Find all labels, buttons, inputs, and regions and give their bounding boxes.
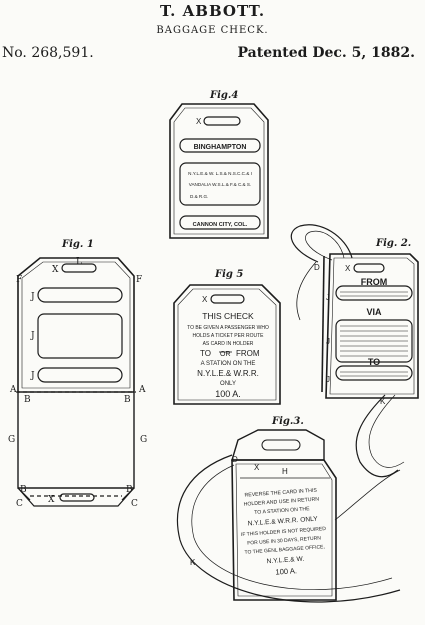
- fig3-line-7: TO THE GENL BAGGAGE OFFICE,: [244, 544, 325, 556]
- fig1-label-f-left: F: [16, 275, 22, 285]
- fig5-line-2: TO BE GIVEN A PASSENGER WHO: [187, 325, 269, 331]
- fig2-label-j1: J: [326, 293, 330, 302]
- fig3-label-d: D: [232, 455, 238, 464]
- fig3-line-4: N.Y.L.E.& W.R.R. ONLY: [247, 516, 318, 528]
- fig2-from-label: FROM: [361, 277, 388, 287]
- fig1-label-x: X: [52, 265, 59, 275]
- fig1-label-b-top-right: B: [124, 395, 131, 405]
- fig3-line-1: REVERSE THE CARD IN THIS: [244, 488, 317, 499]
- fig5-line-7: N.Y.L.E.& W.R.R.: [197, 369, 259, 378]
- fig5-line-4: AS CARD IN HOLDER: [203, 341, 254, 347]
- fig1-label: Fig. 1: [61, 239, 94, 250]
- fig2-hatching: [340, 291, 408, 377]
- fig4-route-line-2: VANDALIA W.S.L.& F.& C.& S.: [189, 182, 251, 187]
- fig3-label: Fig.3.: [271, 416, 304, 427]
- fig5-line-3: HOLDS A TICKET PER ROUTE: [193, 333, 265, 339]
- inventor-name: T. ABBOTT.: [159, 2, 266, 20]
- fig1-label-a-left: A: [9, 385, 17, 395]
- fig1-label-a-right: A: [138, 385, 146, 395]
- fig2-label-j2: J: [326, 337, 330, 346]
- fig1-label-f-right: F: [136, 275, 142, 285]
- fig3-strap: [176, 454, 401, 603]
- fig2-label-j3: J: [326, 375, 330, 384]
- fig3-label-k: K: [190, 558, 196, 567]
- fig1-label-b-top-left: B: [24, 395, 31, 405]
- fig4-label: Fig.4: [209, 90, 238, 101]
- fig5-line-9: 100 A.: [215, 389, 241, 399]
- fig1-label-b-bottom-right: B: [126, 485, 133, 495]
- patent-title: BAGGAGE CHECK.: [156, 25, 269, 36]
- fig4-city-binghampton: BINGHAMPTON: [194, 144, 247, 151]
- fig3-line-9: 100 A.: [275, 566, 297, 576]
- fig4-tag: [169, 103, 269, 239]
- fig2-via-label: VIA: [366, 307, 382, 317]
- fig2-label: Fig. 2.: [375, 238, 411, 249]
- fig5-line-8: ONLY: [220, 381, 236, 387]
- fig1-label-x-bottom: X: [48, 495, 55, 505]
- fig3-line-3: TO A STATION ON THE: [254, 506, 310, 516]
- fig2-tag: [321, 253, 419, 399]
- fig5-label: Fig 5: [214, 269, 243, 280]
- fig1-label-g-right: G: [140, 435, 147, 445]
- fig3-line-2: HOLDER AND USE IN RETURN: [243, 496, 319, 507]
- fig1-label-c-right: C: [131, 499, 138, 509]
- fig5-line-1: THIS CHECK: [202, 311, 254, 321]
- fig4-x-mark: X: [196, 117, 202, 126]
- fig3-label-h: H: [282, 467, 288, 476]
- fig3-card-text: REVERSE THE CARD IN THIS HOLDER AND USE …: [241, 488, 327, 577]
- fig5-line-5-to: TO: [200, 349, 211, 358]
- fig2-label-d: D: [314, 263, 320, 272]
- fig2-to-label: TO: [368, 357, 380, 367]
- fig1-label-j3: J: [30, 371, 35, 381]
- fig3-x-mark: X: [254, 463, 260, 472]
- fig5-line-5-or: OR: [220, 351, 231, 358]
- fig5-line-6: A STATION ON THE: [201, 361, 256, 367]
- fig5-x-mark: X: [202, 295, 208, 304]
- fig4-route-line-3: D.& R.G.: [190, 194, 208, 199]
- fig3-line-5: IF THIS HOLDER IS NOT REQUIRED: [241, 526, 327, 538]
- fig1-label-b-bottom-left: B: [20, 485, 27, 495]
- fig1-label-l: L: [76, 257, 82, 267]
- patent-date: Patented Dec. 5, 1882.: [237, 45, 415, 61]
- fig2-x-mark: X: [345, 264, 351, 273]
- fig1-label-g-left: G: [8, 435, 15, 445]
- fig1-label-j1: J: [30, 292, 35, 302]
- patent-number: No. 268,591.: [2, 45, 94, 61]
- fig2-strap: [290, 224, 405, 478]
- fig1-tag-outline: [16, 257, 136, 507]
- fig5-card: [173, 284, 281, 405]
- fig3-line-8: N.Y.L.E.& W.: [266, 556, 304, 566]
- fig5-line-5-from: FROM: [236, 349, 260, 358]
- fig3-holder: [231, 429, 337, 601]
- fig4-route-line-1: N.Y.L.E.& W. L.S.& N.S.C.C.& I: [188, 171, 252, 176]
- fig2-label-k: K: [380, 397, 386, 406]
- fig3-line-6: FOR USE IN 30 DAYS, RETURN: [247, 535, 321, 546]
- fig1-label-c-left: C: [16, 499, 23, 509]
- fig1-label-j2: J: [30, 331, 35, 341]
- fig4-city-cannon: CANNON CITY, COL.: [193, 222, 248, 228]
